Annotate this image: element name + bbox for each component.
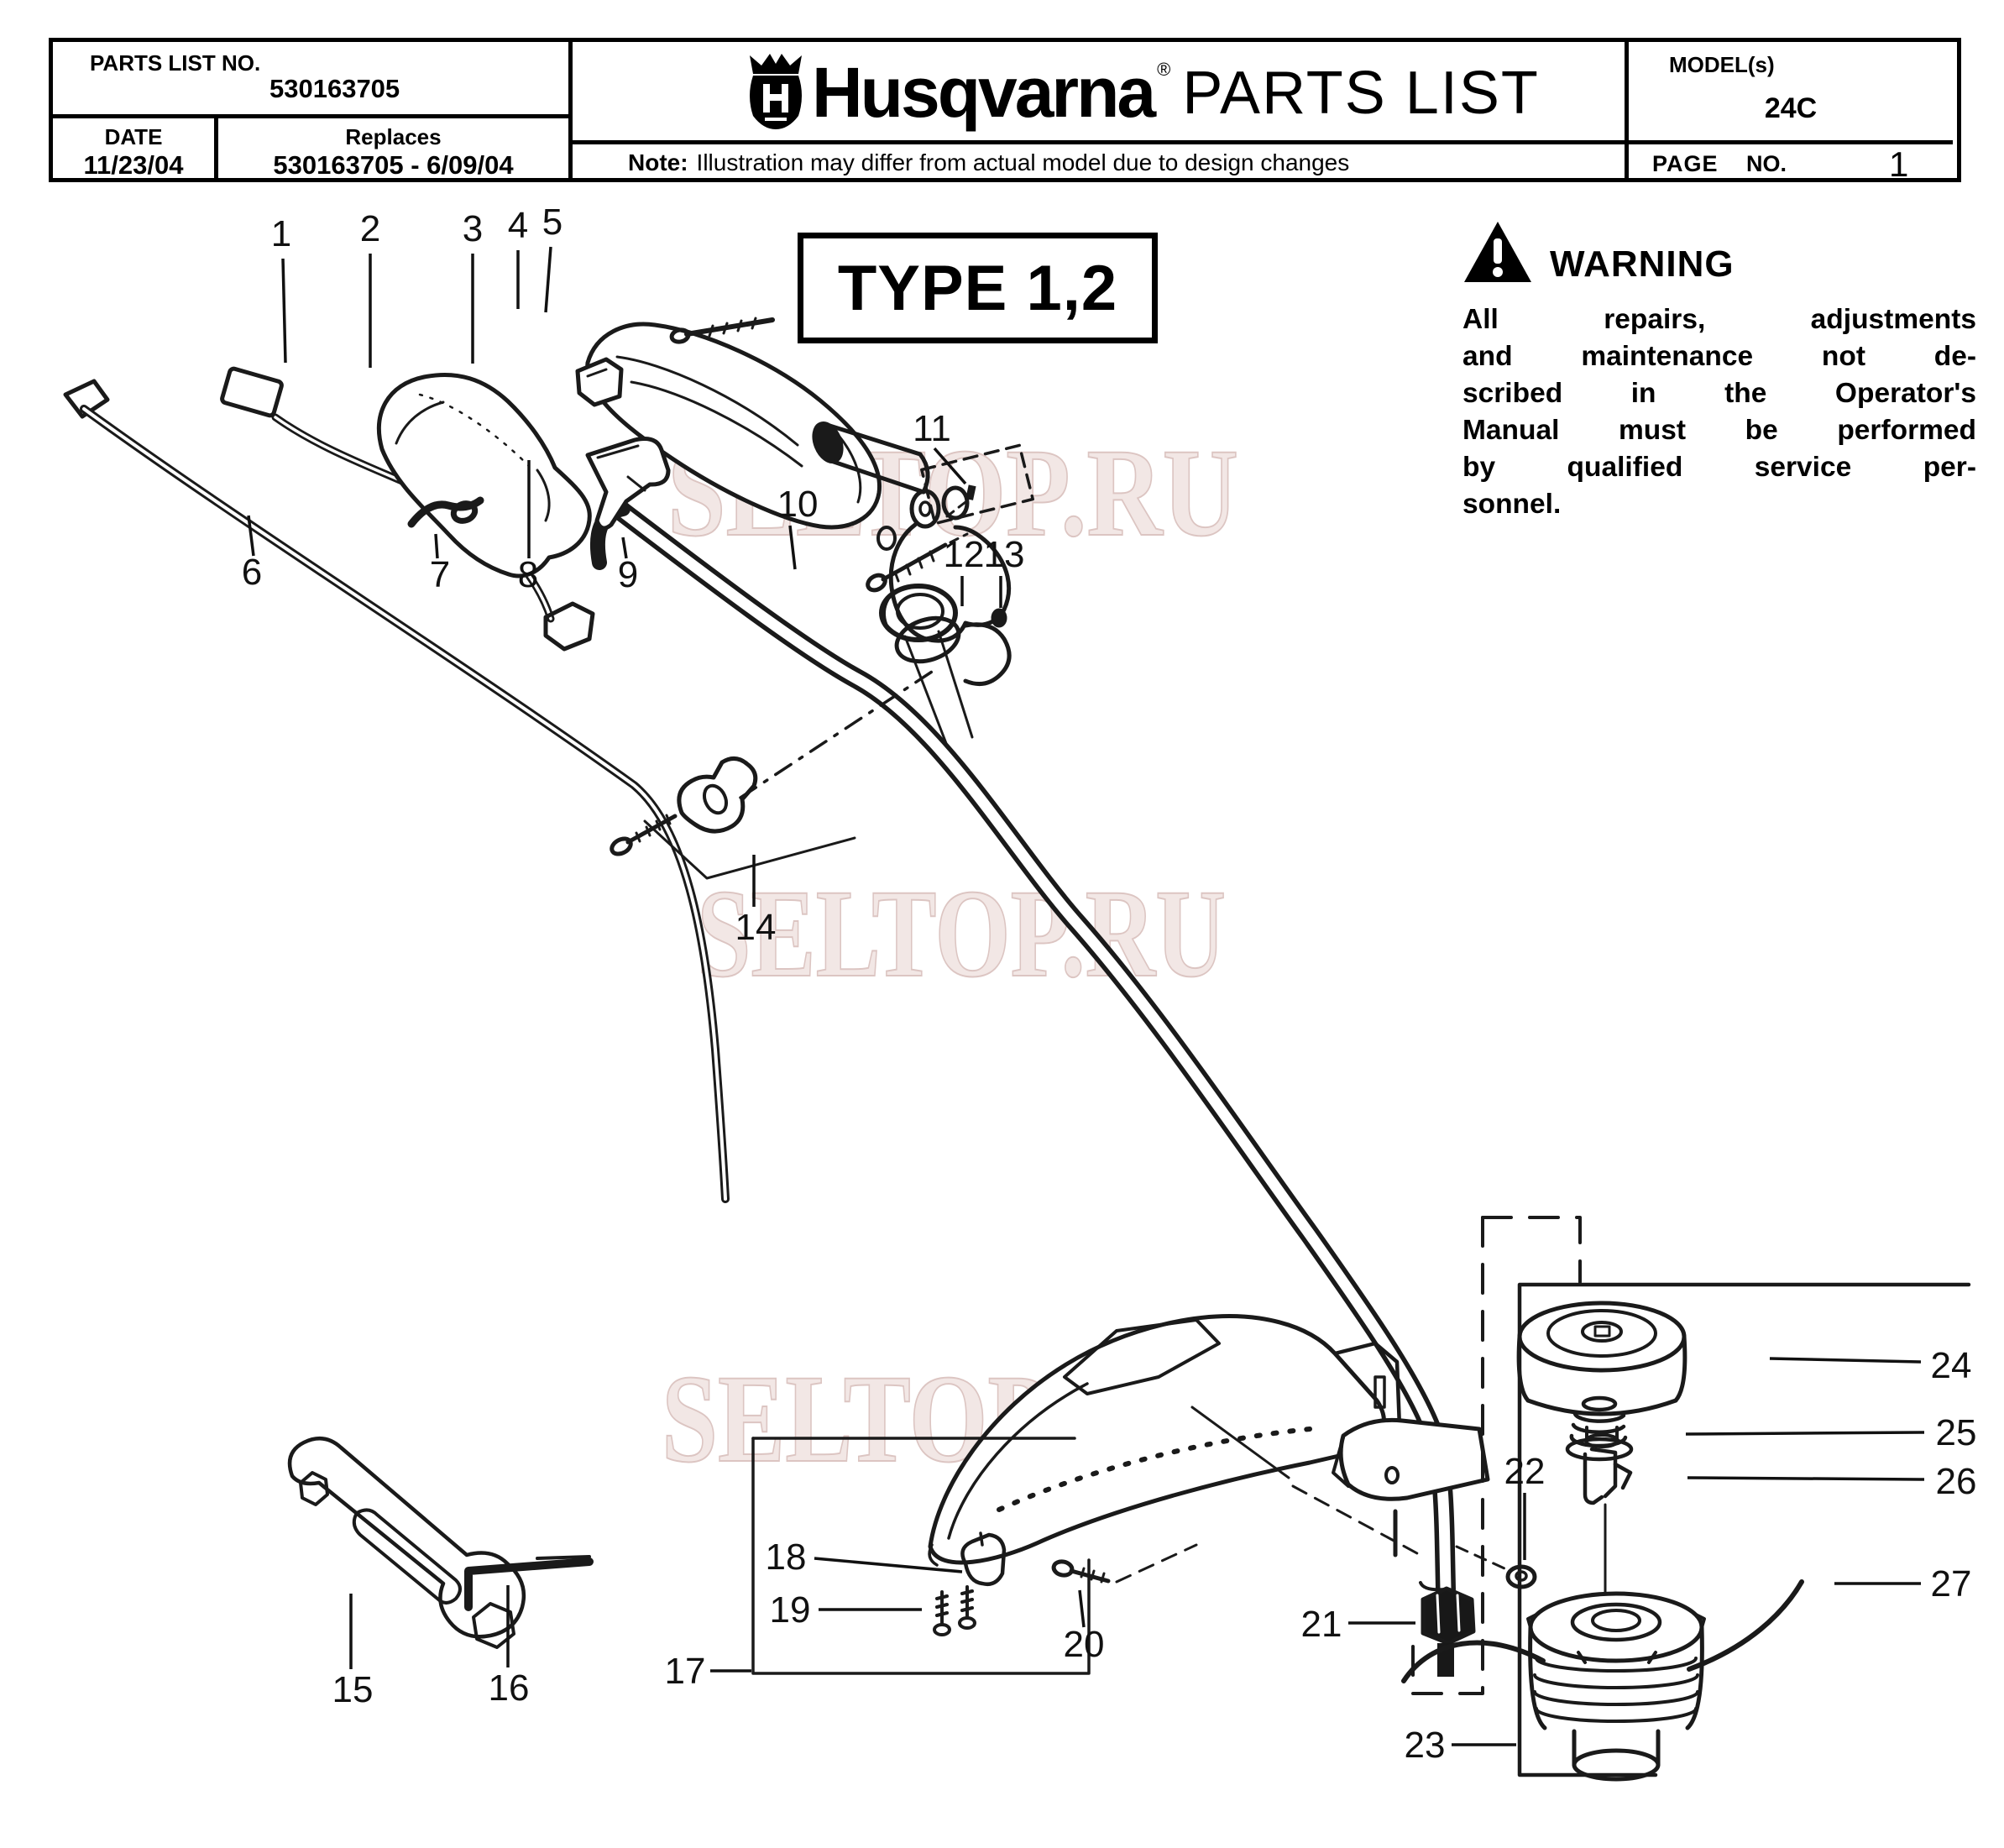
page-title: PARTS LIST: [1182, 59, 1540, 127]
parts-list-no-label: PARTS LIST NO.: [90, 50, 261, 76]
spool-drawing: [1401, 1579, 1804, 1782]
handle-half-drawing: [377, 372, 592, 578]
warning-title: WARNING: [1550, 243, 1735, 285]
clip-spring-drawing: [407, 496, 484, 528]
warning-line: sonnel.: [1462, 489, 1562, 520]
callout-number-25: 25: [1936, 1412, 1977, 1453]
parts-list-no-value: 530163705: [269, 74, 400, 103]
warning-line: scribed in the Operator's: [1462, 378, 1976, 409]
wrench-drawing: [287, 1436, 526, 1649]
head-spring-drawing: [1565, 1395, 1634, 1462]
note-text: Illustration may differ from actual mode…: [696, 149, 1350, 175]
warning-line: All repairs, adjustments: [1462, 304, 1976, 335]
clamp-knob-drawing: [610, 670, 934, 880]
note-cell: Note: Illustration may differ from actual…: [568, 140, 1625, 178]
bump-cap-drawing: [1516, 1301, 1687, 1448]
callout-leader-6: [247, 515, 255, 557]
callout-leader-20: [1078, 1589, 1086, 1628]
throttle-trigger-drawing: [585, 437, 671, 531]
callout-number-3: 3: [463, 208, 483, 249]
callout-number-23: 23: [1405, 1725, 1446, 1766]
brand-wordmark: Husqvarna: [812, 53, 1156, 132]
warning-line: Manual must be performed: [1462, 415, 1976, 446]
date-value: 11/23/04: [83, 150, 184, 180]
warning-text: All repairs, adjustments and maintenance …: [1462, 301, 1976, 523]
callout-number-17: 17: [665, 1651, 706, 1692]
parts-list-no-cell: PARTS LIST NO. 530163705: [53, 42, 568, 114]
page-label: PAGE: [1652, 151, 1719, 176]
warning-triangle-icon: [1462, 220, 1533, 290]
callout-number-27: 27: [1931, 1563, 1972, 1605]
callout-number-16: 16: [489, 1667, 530, 1709]
guard-group-bracket: [751, 1437, 1091, 1675]
page-number: 1: [1889, 144, 1909, 184]
callout-number-4: 4: [508, 205, 528, 246]
callout-number-6: 6: [242, 552, 262, 593]
models-label: MODEL(s): [1669, 52, 1775, 77]
callout-number-18: 18: [766, 1537, 807, 1578]
replaces-value: 530163705 - 6/09/04: [273, 150, 514, 180]
warning-block: WARNING All repairs, adjustments and main…: [1462, 220, 1976, 523]
callout-number-5: 5: [542, 202, 562, 243]
watermark-text: SELTOP.RU: [697, 864, 1226, 1003]
callout-leader-7: [434, 533, 439, 559]
guard-clamp-drawing: [960, 1531, 1007, 1586]
date-label: DATE: [104, 124, 163, 149]
trimmer-head-box: [1517, 1282, 1971, 1777]
warning-line: and maintenance not de-: [1462, 341, 1976, 372]
callout-number-26: 26: [1936, 1461, 1977, 1502]
callout-number-8: 8: [518, 554, 538, 595]
husqvarna-crown-icon: [745, 50, 807, 135]
callout-leader-11: [933, 447, 967, 485]
model-value: 24C: [1764, 92, 1818, 124]
callout-number-20: 20: [1064, 1624, 1105, 1665]
callout-number-13: 13: [984, 534, 1025, 575]
callout-leader-1: [281, 258, 287, 364]
retainer-clip-drawing: [1583, 1447, 1633, 1595]
header-table: PARTS LIST NO. 530163705 DATE 11/23/04 R…: [49, 38, 1961, 184]
callout-number-22: 22: [1504, 1451, 1546, 1492]
callout-number-7: 7: [430, 554, 450, 595]
callout-number-12: 12: [944, 534, 985, 575]
replaces-label: Replaces: [345, 124, 442, 149]
hex-key-drawing: [464, 1555, 594, 1611]
models-cell: MODEL(s) 24C: [1625, 42, 1953, 140]
type-box: TYPE 1,2: [798, 233, 1158, 343]
type-label: TYPE 1,2: [837, 252, 1118, 324]
callout-leader-26: [1687, 1476, 1925, 1481]
callout-number-15: 15: [332, 1669, 374, 1710]
callout-number-14: 14: [735, 907, 777, 948]
callout-leader-9: [621, 537, 628, 559]
page-no-label: NO.: [1746, 151, 1787, 176]
callout-number-1: 1: [271, 213, 291, 254]
page-cell: PAGE NO. 1: [1625, 140, 1953, 184]
callout-leader-10: [788, 525, 797, 570]
registered-mark: ®: [1157, 58, 1171, 80]
guard-bolt-drawing: [1051, 1543, 1198, 1584]
callout-number-9: 9: [618, 554, 638, 595]
note-label: Note:: [628, 149, 688, 175]
guard-screws-drawing: [933, 1585, 976, 1636]
callout-number-21: 21: [1301, 1604, 1342, 1645]
throttle-housing-drawing: [575, 317, 882, 530]
callout-number-2: 2: [360, 208, 380, 249]
callout-leader-18: [814, 1557, 963, 1573]
callout-number-10: 10: [777, 484, 819, 525]
callout-number-11: 11: [913, 408, 951, 449]
drive-shaft-drawing: [63, 379, 730, 1203]
replaces-cell: Replaces 530163705 - 6/09/04: [214, 114, 568, 180]
handlebar-bracket-drawing: [812, 421, 1034, 747]
guard-drawing: [928, 1314, 1419, 1567]
warning-line: by qualified service per-: [1462, 452, 1976, 483]
callout-number-24: 24: [1931, 1345, 1972, 1386]
callout-leader-25: [1685, 1431, 1925, 1436]
brand-cell: Husqvarna ® PARTS LIST: [568, 42, 1625, 140]
callout-leader-24: [1769, 1357, 1922, 1364]
callout-leader-5: [544, 246, 552, 313]
date-cell: DATE 11/23/04: [53, 114, 214, 180]
shaft-clamp-drawing: [1332, 1417, 1537, 1677]
callout-number-19: 19: [770, 1589, 811, 1631]
